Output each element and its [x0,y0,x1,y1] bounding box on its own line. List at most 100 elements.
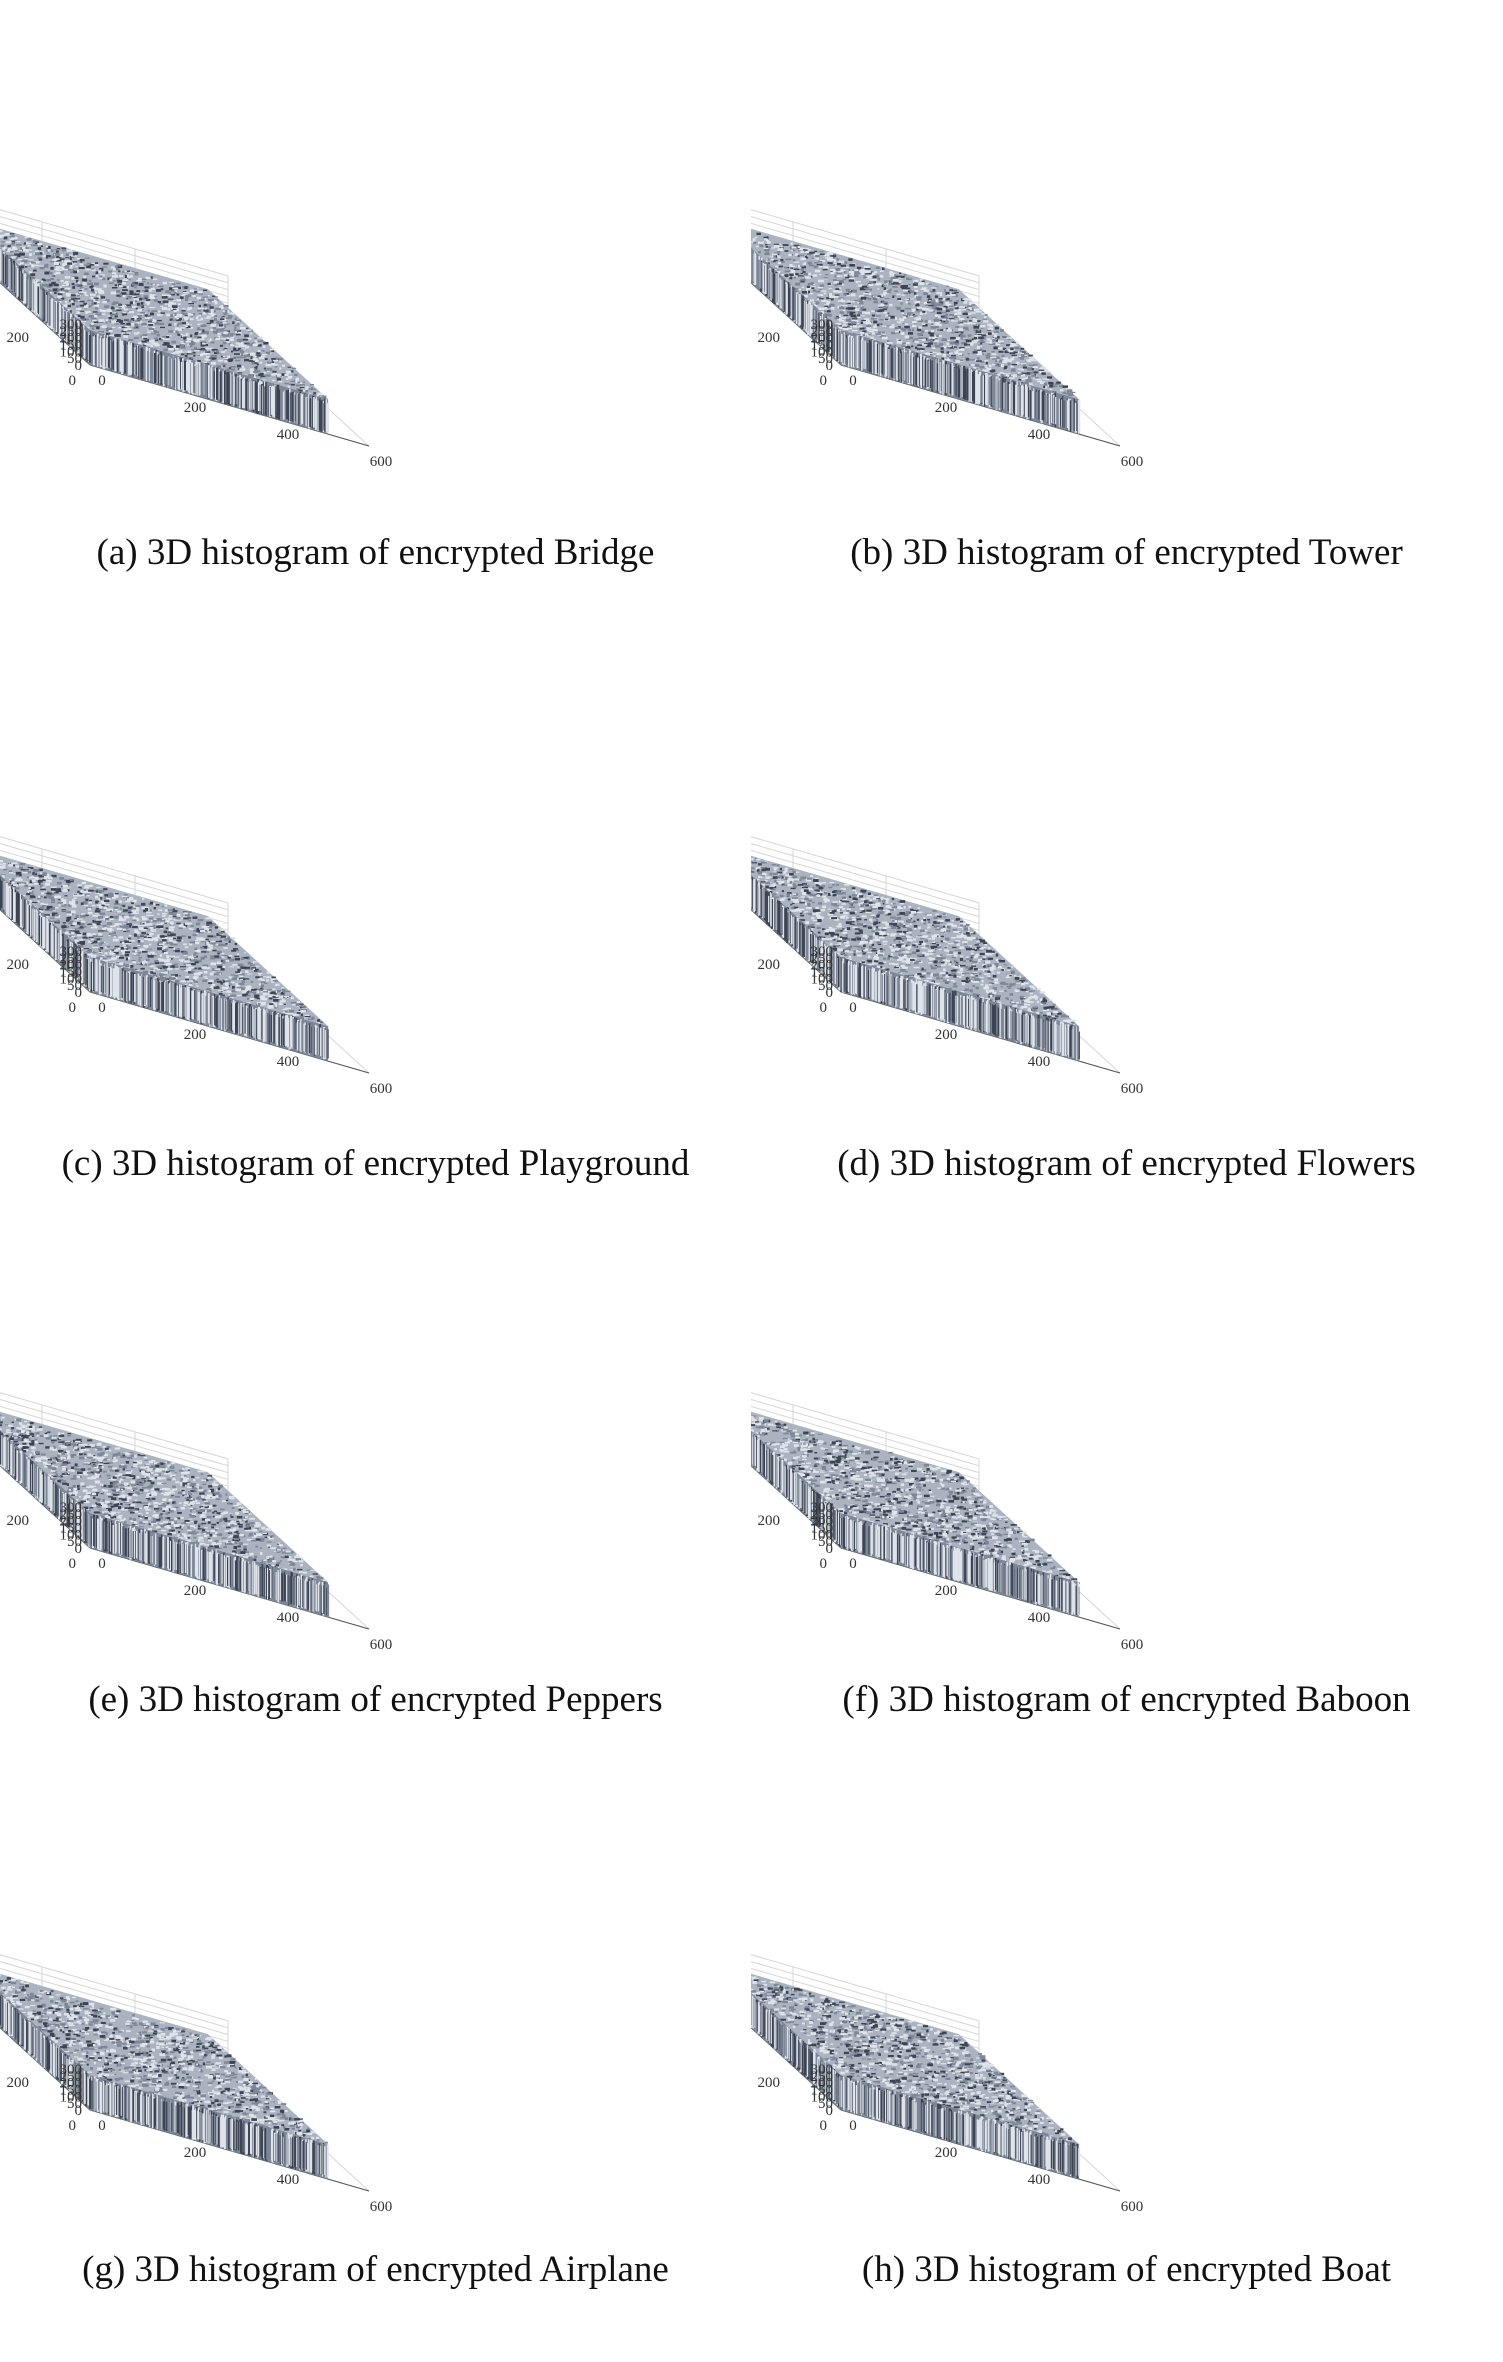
surface-speck [39,259,43,261]
surface-speck [968,353,970,354]
surface-speck [825,307,828,309]
surface-speck [55,249,61,250]
surface-speck [882,332,885,334]
surface-speck [873,326,877,328]
surface-speck [278,997,282,998]
surface-speck [57,289,61,291]
surface-speck [830,272,834,275]
surface-speck [94,315,97,317]
surface-speck [27,265,31,266]
surface-speck [223,331,227,334]
surface-speck [101,310,106,312]
surface-speck [939,343,943,346]
surface-speck [142,307,144,308]
surface-speck [129,276,132,278]
surface-speck [128,957,131,960]
surface-speck [921,288,927,290]
surface-speck [139,298,142,300]
surface-speck [268,370,274,371]
surface-speck [215,302,218,305]
surface-speck [239,343,243,345]
surface-speck [122,896,128,897]
surface-speck [94,283,99,286]
surface-speck [790,268,793,269]
surface-speck [847,301,850,303]
surface-speck [20,262,24,264]
surface-speck [888,315,891,317]
surface-speck [231,351,233,353]
surface-speck [222,955,228,956]
surface-speck [897,294,901,296]
surface-speck [49,272,53,275]
surface-speck [765,252,769,255]
surface-speck [213,327,216,329]
surface-speck [122,282,126,285]
surface-speck [29,887,31,889]
surface-speck [866,322,872,324]
surface-speck [255,366,257,369]
surface-speck [1002,360,1007,363]
surface-speck [91,303,94,306]
surface-speck [864,266,870,268]
surface-speck [951,342,955,345]
surface-speck [275,984,279,986]
surface-speck [184,964,186,966]
surface-speck [112,327,116,328]
surface-speck [1021,369,1024,371]
surface-speck [139,304,141,306]
surface-speck [984,365,987,367]
surface-speck [931,300,933,303]
surface-speck [190,305,195,307]
surface-speck [85,258,90,259]
surface-speck [57,888,61,891]
surface-speck [989,325,993,327]
surface-speck [80,267,84,269]
surface-speck [221,956,224,958]
surface-speck [91,927,95,929]
surface-speck [831,253,833,255]
surface-speck [251,989,256,991]
surface-speck [794,269,800,271]
surface-speck [979,366,984,368]
surface-speck [100,913,106,916]
surface-speck [258,340,264,342]
surface-speck [146,921,149,923]
surface-speck [933,289,936,292]
surface-speck [784,267,788,268]
surface-speck [1002,355,1005,357]
surface-speck [56,269,62,271]
surface-speck [1022,351,1026,352]
surface-speck [127,333,131,334]
surface-speck [893,282,899,284]
surface-speck [118,914,121,915]
surface-speck [134,333,139,335]
surface-speck [265,358,268,360]
surface-speck [153,279,157,280]
surface-speck [828,262,833,264]
surface-speck [1024,353,1029,355]
surface-speck [789,274,793,277]
surface-speck [862,332,865,334]
surface-speck [951,294,956,296]
surface-speck [187,338,192,340]
surface-speck [88,912,93,915]
surface-speck [1021,354,1024,357]
surface-speck [813,289,816,292]
surface-speck [912,311,914,312]
surface-speck [58,300,63,301]
surface-speck [905,326,909,328]
surface-speck [965,347,971,348]
surface-speck [299,1004,304,1005]
x-tick-label: 400 [1028,427,1051,443]
surface-speck [968,334,972,335]
surface-speck [891,332,896,335]
surface-speck [932,347,936,349]
surface-speck [916,303,919,305]
surface-speck [1015,352,1018,354]
surface-speck [143,326,147,327]
surface-speck [310,384,314,385]
surface-speck [242,348,245,349]
surface-speck [808,262,813,265]
surface-speck [998,341,1004,343]
surface-speck [786,259,792,261]
